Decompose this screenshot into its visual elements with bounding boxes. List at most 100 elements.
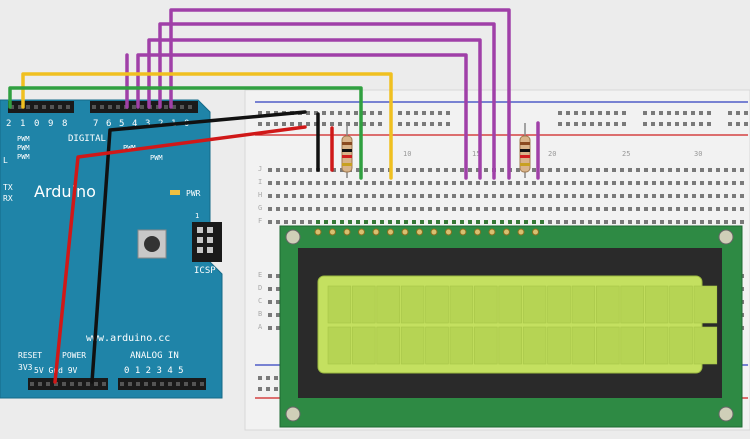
hole bbox=[596, 168, 600, 172]
hole bbox=[484, 168, 488, 172]
hole bbox=[274, 122, 278, 126]
hole bbox=[422, 111, 426, 115]
hole bbox=[732, 207, 736, 211]
pin-number: 3 bbox=[145, 119, 150, 129]
hole bbox=[468, 220, 472, 224]
hole bbox=[636, 168, 640, 172]
lcd-cell bbox=[400, 326, 425, 365]
hole bbox=[651, 111, 655, 115]
hole bbox=[192, 382, 196, 386]
wire-purple bbox=[136, 53, 468, 180]
hole bbox=[724, 194, 728, 198]
hole bbox=[548, 181, 552, 185]
lcd-cell bbox=[327, 285, 352, 324]
hole bbox=[724, 181, 728, 185]
hole bbox=[620, 194, 624, 198]
hole bbox=[492, 194, 496, 198]
resistor-1 bbox=[341, 123, 353, 178]
lcd-cell bbox=[425, 326, 449, 365]
hole bbox=[659, 111, 663, 115]
hole bbox=[590, 122, 594, 126]
hole bbox=[292, 220, 296, 224]
hole bbox=[740, 181, 744, 185]
hole bbox=[42, 105, 46, 109]
pwm-labels: PWM PWM PWM PWM PWM bbox=[17, 135, 163, 162]
hole bbox=[404, 181, 408, 185]
hole bbox=[188, 105, 192, 109]
hole bbox=[414, 122, 418, 126]
lcd-module bbox=[279, 225, 743, 428]
hole bbox=[667, 111, 671, 115]
wire-red bbox=[53, 125, 307, 384]
hole bbox=[268, 313, 272, 317]
hole bbox=[612, 194, 616, 198]
lcd-cell bbox=[620, 326, 644, 365]
hole bbox=[436, 181, 440, 185]
hole bbox=[484, 181, 488, 185]
hole bbox=[588, 181, 592, 185]
hole bbox=[707, 122, 711, 126]
hole bbox=[284, 207, 288, 211]
hole bbox=[700, 168, 704, 172]
hole bbox=[604, 194, 608, 198]
hole bbox=[566, 122, 570, 126]
hole bbox=[316, 181, 320, 185]
hole bbox=[444, 220, 448, 224]
column-number: 10 bbox=[403, 150, 411, 158]
hole bbox=[70, 382, 74, 386]
column-number: 15 bbox=[472, 150, 480, 158]
hole bbox=[306, 122, 310, 126]
hole bbox=[652, 168, 656, 172]
hole bbox=[692, 207, 696, 211]
hole bbox=[348, 181, 352, 185]
hole bbox=[324, 220, 328, 224]
hole bbox=[364, 220, 368, 224]
hole bbox=[396, 220, 400, 224]
hole bbox=[732, 181, 736, 185]
hole bbox=[564, 181, 568, 185]
hole bbox=[580, 181, 584, 185]
hole bbox=[732, 168, 736, 172]
hole bbox=[492, 181, 496, 185]
hole bbox=[548, 194, 552, 198]
hole bbox=[268, 300, 272, 304]
hole bbox=[38, 382, 42, 386]
lcd-pin bbox=[517, 228, 525, 236]
hole bbox=[268, 181, 272, 185]
hole bbox=[740, 207, 744, 211]
v33-label: 3V3 bbox=[18, 363, 33, 372]
lcd-pin bbox=[401, 228, 409, 236]
lcd-pin bbox=[314, 228, 322, 236]
hole bbox=[364, 207, 368, 211]
hole bbox=[356, 207, 360, 211]
hole bbox=[26, 105, 30, 109]
hole bbox=[540, 220, 544, 224]
hole bbox=[452, 207, 456, 211]
hole bbox=[540, 181, 544, 185]
hole bbox=[580, 207, 584, 211]
lcd-cell bbox=[449, 285, 474, 324]
hole bbox=[180, 105, 184, 109]
lcd-pin bbox=[372, 228, 380, 236]
hole bbox=[644, 194, 648, 198]
hole bbox=[606, 111, 610, 115]
hole bbox=[732, 220, 736, 224]
arduino-brand: Arduino bbox=[34, 182, 96, 201]
hole bbox=[300, 181, 304, 185]
hole bbox=[620, 220, 624, 224]
lcd-cell bbox=[669, 285, 693, 324]
hole bbox=[322, 122, 326, 126]
hole bbox=[330, 122, 334, 126]
hole bbox=[556, 194, 560, 198]
hole bbox=[676, 168, 680, 172]
hole bbox=[708, 168, 712, 172]
hole bbox=[276, 300, 280, 304]
hole bbox=[100, 105, 104, 109]
hole bbox=[346, 111, 350, 115]
hole bbox=[18, 105, 22, 109]
lcd-pin bbox=[474, 228, 481, 236]
hole bbox=[620, 181, 624, 185]
hole bbox=[164, 105, 168, 109]
hole bbox=[644, 168, 648, 172]
hole bbox=[396, 181, 400, 185]
